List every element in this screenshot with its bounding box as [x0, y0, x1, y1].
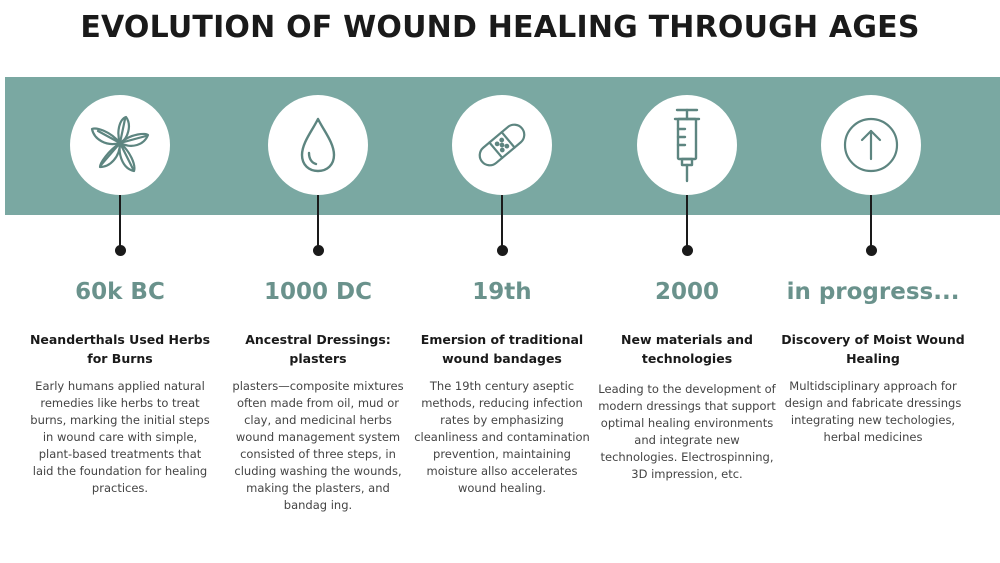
- timeline-dot: [115, 245, 126, 256]
- stage-era: 60k BC: [75, 279, 165, 305]
- stage-description: The 19th century aseptic methods, reduci…: [414, 379, 590, 495]
- stage-era: 1000 DC: [264, 279, 372, 305]
- stage-era: in progress...: [786, 279, 960, 305]
- stage-description: Leading to the development of modern dre…: [598, 382, 776, 481]
- stage-era: 2000: [654, 279, 719, 305]
- stage-icon-circle: [821, 95, 921, 195]
- stage-description: Early humans applied natural remedies li…: [30, 379, 210, 495]
- timeline-stem: [870, 195, 872, 248]
- stage-icon-circle: [70, 95, 170, 195]
- timeline-stem: [686, 195, 688, 248]
- stage-heading: Neanderthals Used Herbs for Burns: [29, 332, 211, 366]
- timeline-dot: [866, 245, 877, 256]
- stage-heading: Ancestral Dressings: plasters: [245, 332, 391, 366]
- herb-leaves-icon: [90, 115, 150, 173]
- stage-1000-dc: 1000 DC Ancestral Dressings: plasters pl…: [226, 0, 410, 563]
- stage-icon-circle: [452, 95, 552, 195]
- stage-heading: Emersion of traditional wound bandages: [420, 332, 584, 366]
- stage-heading: New materials and technologies: [621, 332, 753, 366]
- syringe-icon: [673, 108, 701, 183]
- stage-icon-circle: [268, 95, 368, 195]
- stage-icon-circle: [637, 95, 737, 195]
- stage-description: plasters—composite mixtures often made f…: [232, 379, 404, 512]
- water-drop-icon: [300, 117, 336, 173]
- stage-heading: Discovery of Moist Wound Healing: [781, 332, 965, 366]
- stage-era: 19th: [472, 279, 532, 305]
- timeline-dot: [682, 245, 693, 256]
- bandage-icon: [478, 123, 526, 167]
- timeline-stem: [501, 195, 503, 248]
- timeline-dot: [497, 245, 508, 256]
- arrow-up-circle-icon: [843, 117, 899, 173]
- stage-19th: 19th Emersion of traditional wound banda…: [410, 0, 594, 563]
- stage-60k-bc: 60k BC Neanderthals Used Herbs for Burns…: [28, 0, 212, 563]
- stage-in-progress: in progress... Discovery of Moist Wound …: [781, 0, 965, 563]
- timeline-stem: [317, 195, 319, 248]
- timeline-dot: [313, 245, 324, 256]
- stage-2000: 2000 New materials and technologies Lead…: [595, 0, 779, 563]
- timeline-stem: [119, 195, 121, 248]
- stage-description: Multidsciplinary approach for design and…: [784, 379, 962, 444]
- page-title: EVOLUTION OF WOUND HEALING THROUGH AGES: [80, 10, 920, 45]
